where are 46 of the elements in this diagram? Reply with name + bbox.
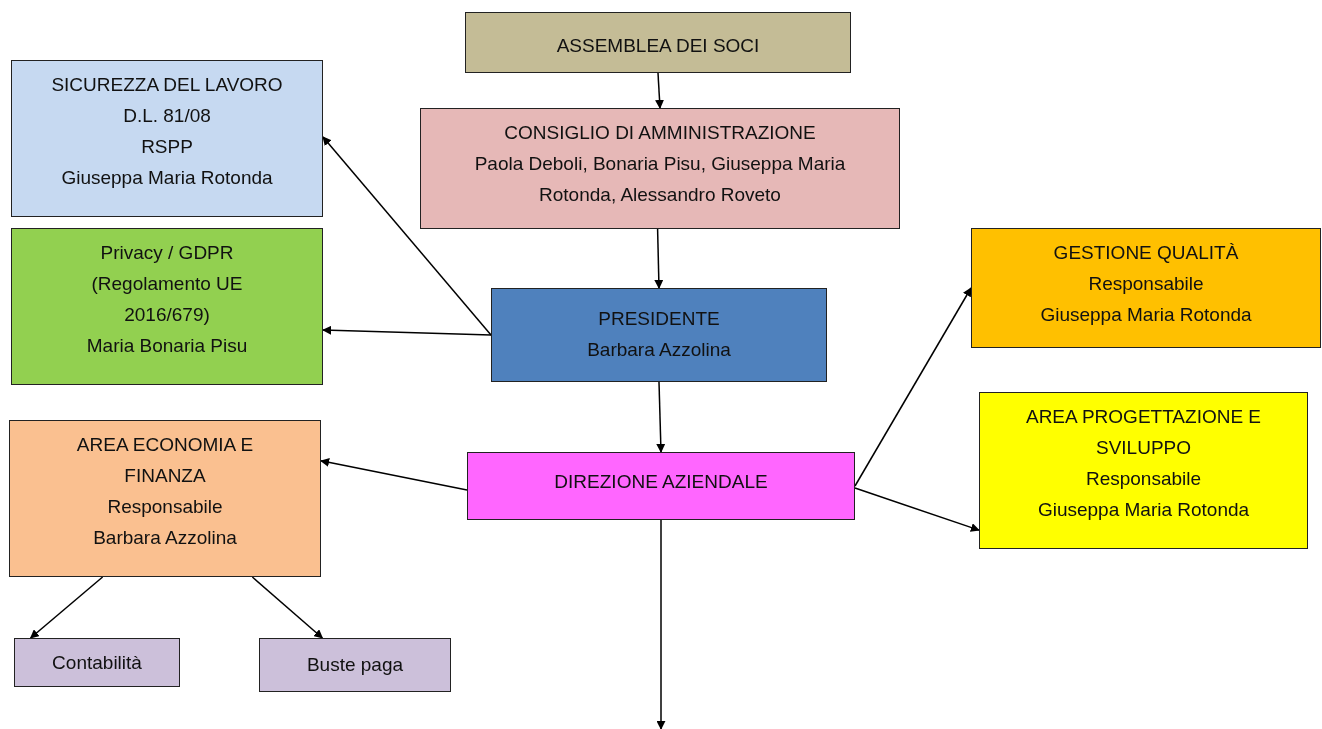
org-box bbox=[465, 12, 851, 73]
org-box bbox=[467, 452, 855, 520]
arrow bbox=[654, 228, 664, 289]
box-title: DIREZIONE AZIENDALE bbox=[554, 470, 768, 494]
box-text: Paola Deboli, Bonaria Pisu, Giuseppa Maria Rotonda, Alessandro Roveto bbox=[473, 152, 847, 207]
box-text: D.L. 81/08 bbox=[123, 104, 211, 128]
org-box bbox=[9, 420, 321, 577]
org-box bbox=[11, 60, 323, 217]
arrow bbox=[854, 287, 972, 487]
arrow bbox=[320, 458, 468, 491]
box-text: Giuseppa Maria Rotonda bbox=[1040, 303, 1252, 327]
arrow bbox=[251, 576, 324, 639]
org-box bbox=[491, 288, 827, 382]
box-text: Barbara Azzolina bbox=[93, 526, 237, 550]
org-box bbox=[420, 108, 900, 229]
box-title: Privacy / GDPR bbox=[100, 241, 234, 265]
box-title: PRESIDENTE bbox=[598, 307, 720, 331]
box-text: Giuseppa Maria Rotonda bbox=[1037, 498, 1250, 522]
arrow bbox=[322, 136, 492, 336]
box-title: Contabilità bbox=[52, 651, 142, 675]
org-box bbox=[14, 638, 180, 687]
box-title: AREA ECONOMIA E FINANZA bbox=[75, 433, 255, 488]
box-text: Barbara Azzolina bbox=[587, 338, 731, 362]
arrow bbox=[854, 487, 980, 532]
box-text: Giuseppa Maria Rotonda bbox=[61, 166, 273, 190]
org-box bbox=[259, 638, 451, 692]
org-box bbox=[971, 228, 1321, 348]
org-box bbox=[11, 228, 323, 385]
box-title: Buste paga bbox=[306, 653, 404, 677]
box-title: AREA PROGETTAZIONE E SVILUPPO bbox=[1024, 405, 1263, 460]
box-text: Responsabile bbox=[1085, 467, 1202, 491]
box-title: GESTIONE QUALITÀ bbox=[1053, 241, 1239, 265]
box-text: Maria Bonaria Pisu bbox=[86, 334, 248, 358]
org-box bbox=[979, 392, 1308, 549]
arrow bbox=[655, 72, 665, 109]
box-text: (Regolamento UE 2016/679) bbox=[90, 272, 244, 327]
box-title: ASSEMBLEA DEI SOCI bbox=[556, 34, 760, 58]
box-text: RSPP bbox=[141, 135, 193, 159]
box-text: Responsabile bbox=[1088, 272, 1204, 296]
box-title: SICUREZZA DEL LAVORO bbox=[51, 73, 283, 97]
arrow bbox=[656, 519, 666, 729]
arrow bbox=[29, 576, 104, 639]
box-text: Responsabile bbox=[107, 495, 223, 519]
box-title: CONSIGLIO DI AMMINISTRAZIONE bbox=[504, 121, 816, 145]
arrow bbox=[322, 325, 492, 336]
arrow bbox=[656, 381, 666, 453]
